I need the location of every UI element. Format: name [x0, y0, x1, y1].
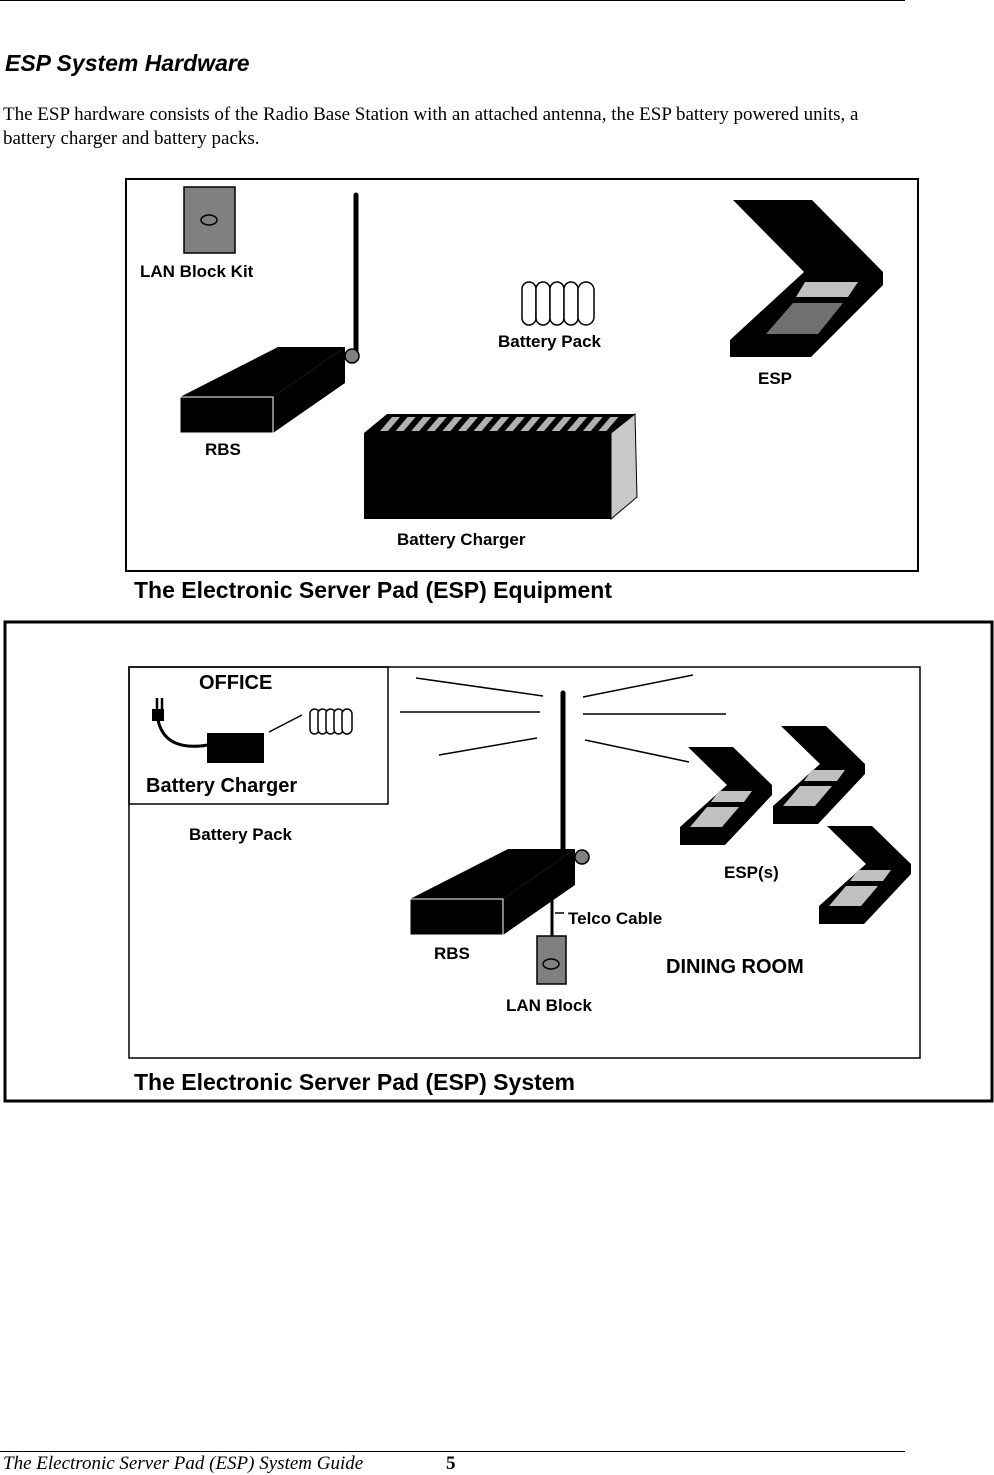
system-rbs-label: RBS: [434, 944, 470, 963]
telco-cable-line: [550, 895, 564, 937]
system-lan-block-label: LAN Block: [506, 996, 593, 1015]
office-battery-pack-label: Battery Pack: [189, 825, 293, 844]
office-battery-pack-device: [309, 708, 353, 735]
top-rule: [0, 0, 905, 1]
intro-paragraph: The ESP hardware consists of the Radio B…: [3, 104, 859, 149]
esp-label: ESP: [758, 369, 792, 388]
radio-signal-lines: [400, 674, 726, 763]
office-charger-device: [152, 698, 303, 763]
footer-page-number: 5: [446, 1453, 456, 1474]
battery-pack-device: [521, 281, 595, 326]
equipment-frame: [125, 178, 919, 572]
battery-charger-label: Battery Charger: [397, 530, 526, 549]
office-battery-charger-label: Battery Charger: [146, 775, 297, 797]
system-outer-frame: [3, 620, 994, 1103]
rbs-label: RBS: [205, 440, 241, 459]
dining-room-label: DINING ROOM: [666, 956, 804, 978]
footer-guide-title: The Electronic Server Pad (ESP) System G…: [3, 1453, 364, 1474]
system-rbs-device: [409, 690, 590, 936]
esps-label: ESP(s): [724, 863, 779, 882]
section-title: ESP System Hardware: [5, 50, 250, 76]
esp-device: [730, 200, 883, 357]
system-lan-block-device: [536, 935, 567, 985]
telco-cable-label: Telco Cable: [568, 909, 662, 928]
battery-pack-label: Battery Pack: [498, 332, 602, 351]
equipment-figure: LAN Block Kit RBS Battery Pack ESP: [125, 178, 919, 603]
bottom-rule: [0, 1451, 905, 1452]
system-caption: The Electronic Server Pad (ESP) System: [134, 1069, 575, 1095]
esp-unit-2: [773, 726, 865, 824]
lan-block-kit-label: LAN Block Kit: [140, 262, 254, 281]
battery-charger-device: [364, 412, 638, 521]
dining-room-frame: [128, 666, 921, 1059]
lan-block-kit-device: [183, 186, 236, 254]
esp-unit-3: [819, 826, 911, 924]
esp-unit-1: [680, 747, 772, 845]
rbs-device: [179, 192, 360, 434]
office-label: OFFICE: [199, 672, 272, 694]
equipment-caption: The Electronic Server Pad (ESP) Equipmen…: [134, 577, 612, 603]
office-frame: [128, 666, 389, 805]
system-figure: OFFICE Battery Charger Battery Pack: [3, 620, 994, 1103]
